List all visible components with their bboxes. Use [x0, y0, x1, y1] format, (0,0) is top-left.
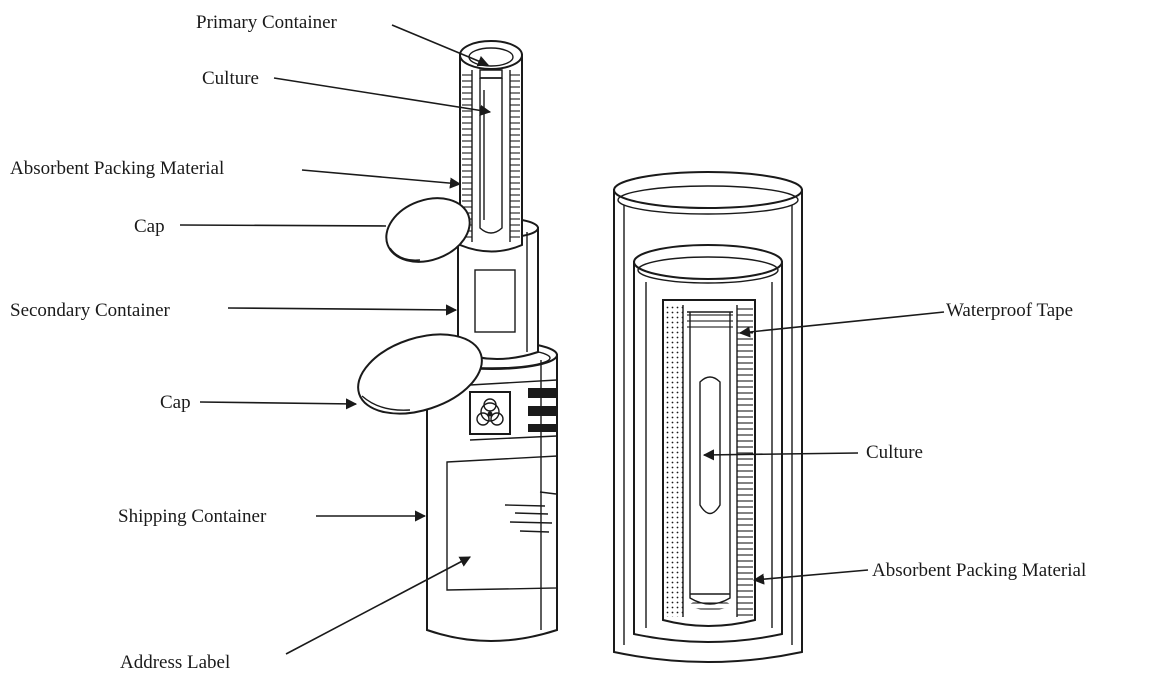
leader-culture-left — [274, 78, 490, 112]
label-absorbent-left: Absorbent Packing Material — [10, 158, 224, 179]
leader-cap-top — [180, 225, 386, 226]
label-cap-top: Cap — [134, 216, 165, 237]
leader-absorbent-left — [302, 170, 460, 184]
leader-secondary-container — [228, 308, 456, 310]
leader-cap-bottom — [200, 402, 356, 404]
label-cap-bottom: Cap — [160, 392, 191, 413]
label-primary-container: Primary Container — [196, 12, 338, 33]
label-waterproof-tape: Waterproof Tape — [946, 300, 1073, 321]
label-absorbent-right: Absorbent Packing Material — [872, 560, 1086, 581]
label-secondary-container: Secondary Container — [10, 300, 171, 321]
label-culture-right: Culture — [866, 442, 923, 463]
leader-lines — [180, 25, 944, 654]
label-culture-left: Culture — [202, 68, 259, 89]
label-shipping-container: Shipping Container — [118, 506, 267, 527]
exploded-assembly — [348, 41, 557, 641]
label-address-label: Address Label — [120, 652, 230, 673]
assembled-container — [614, 172, 802, 662]
